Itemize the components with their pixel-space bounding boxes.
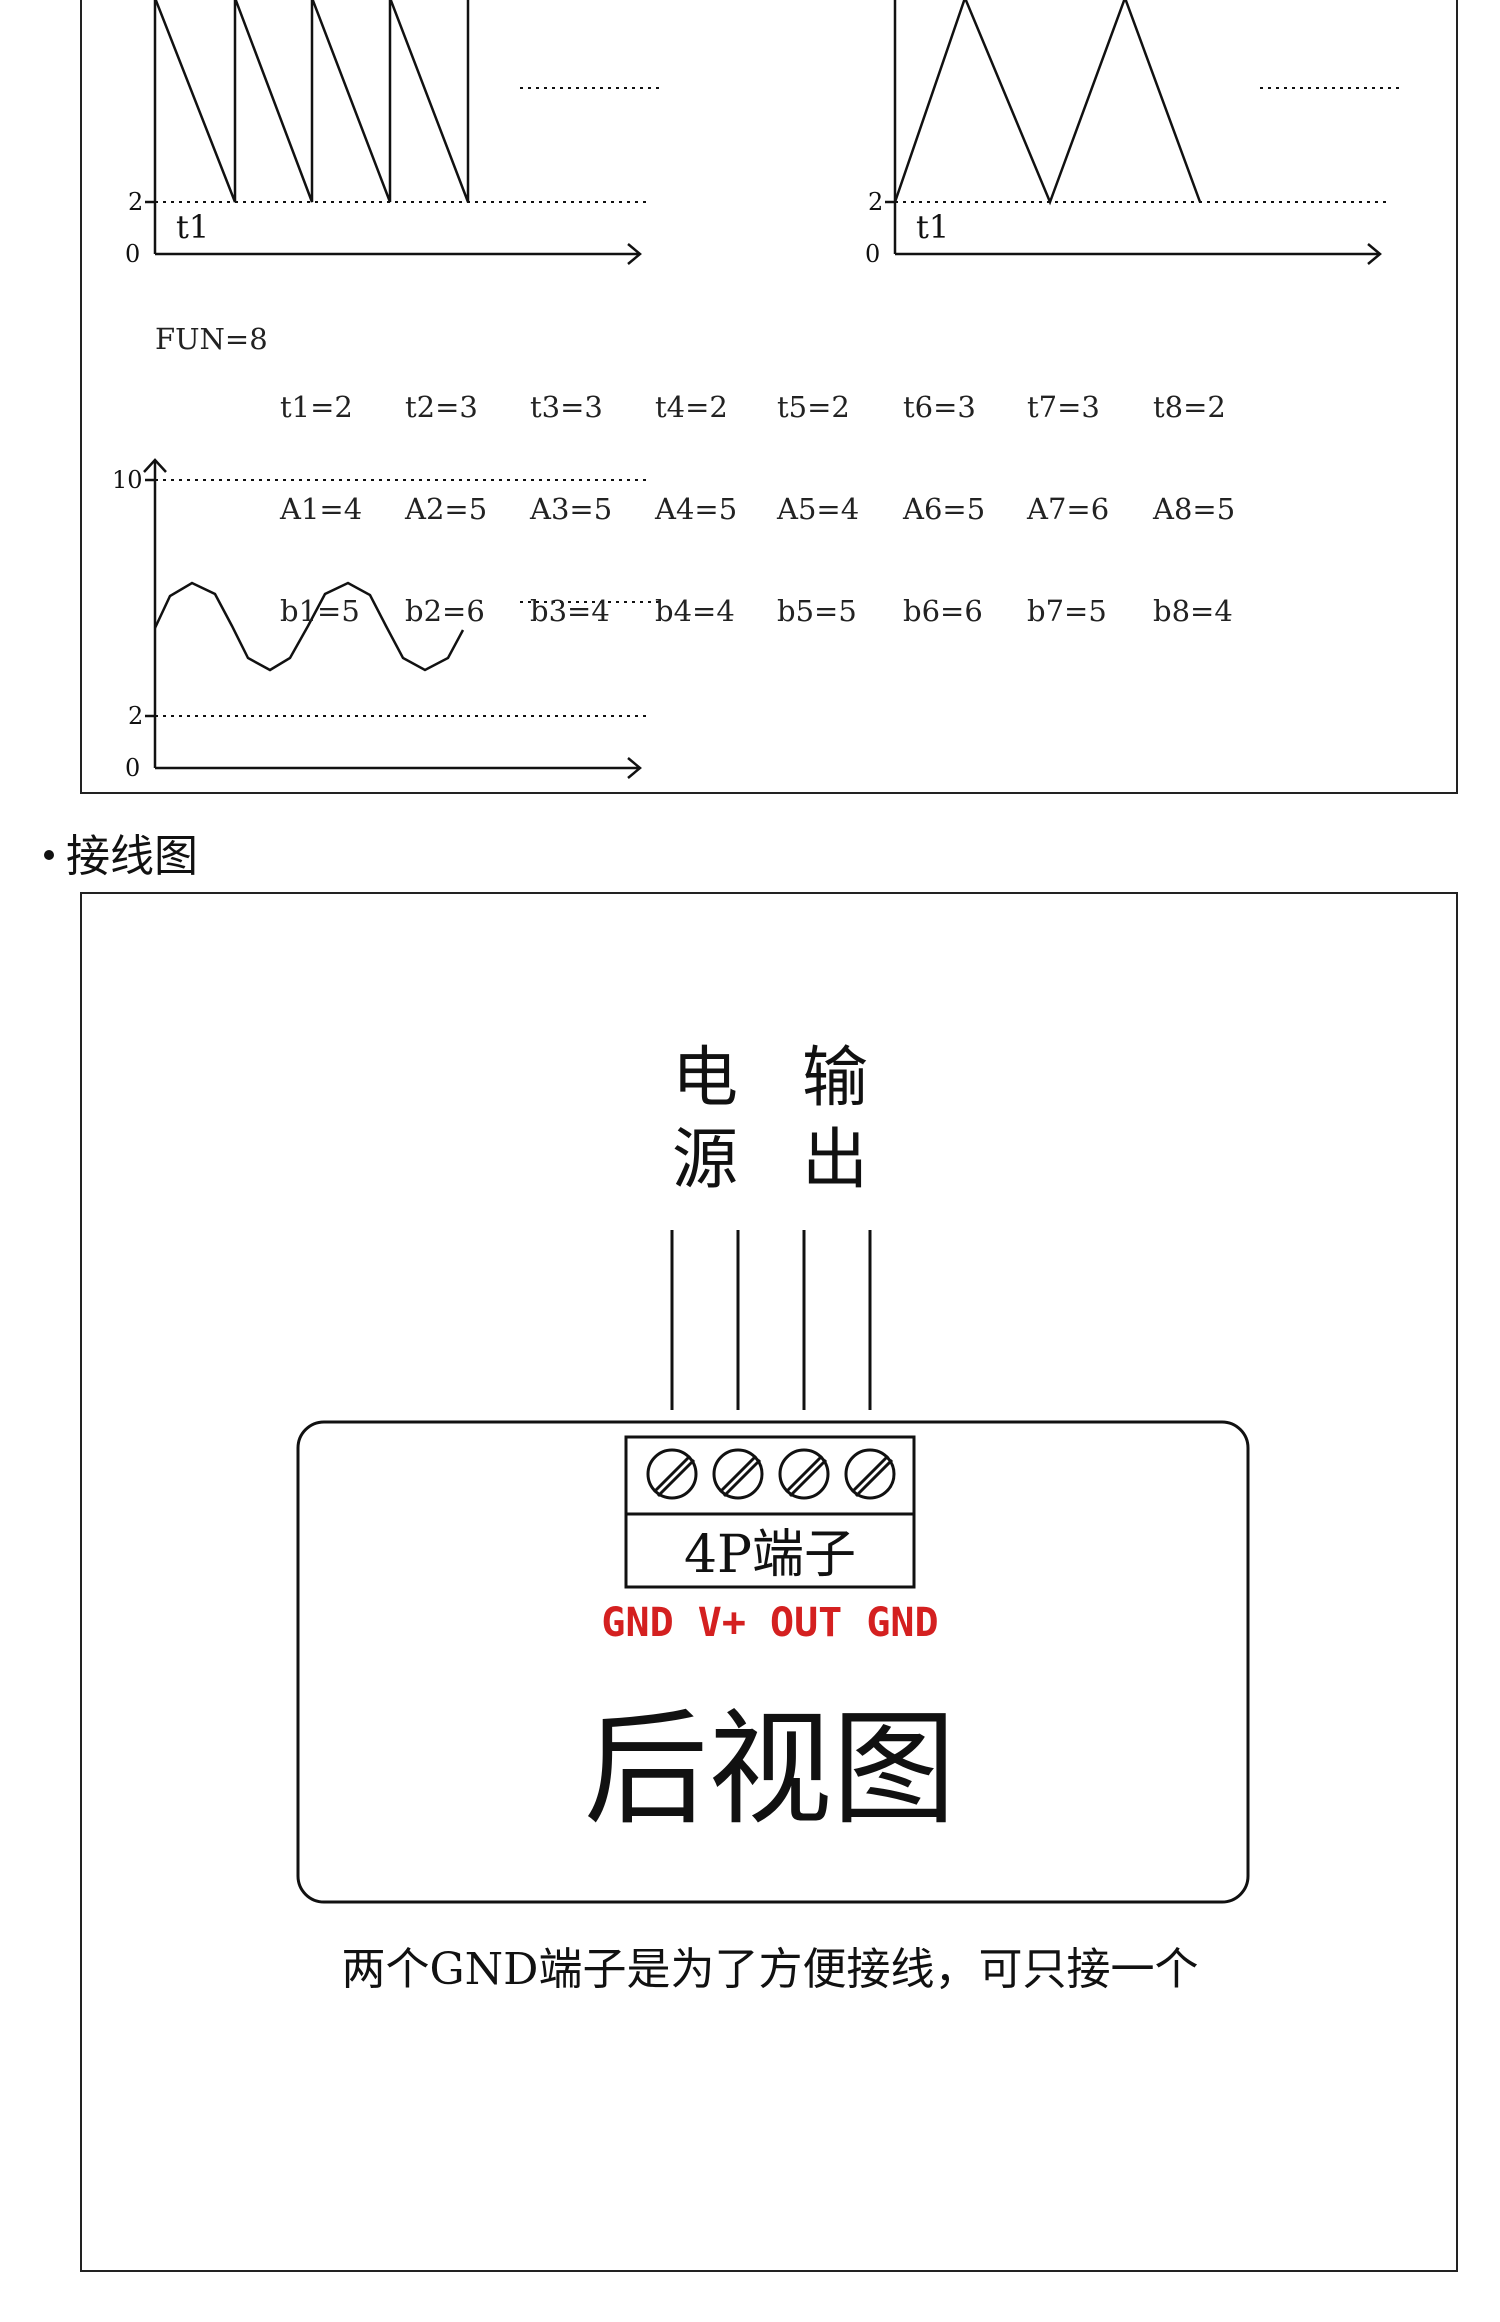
tick-label-2: 2 [128, 188, 143, 216]
param-b: b8=4 [1153, 594, 1233, 628]
x-axis-arrow [1367, 243, 1382, 265]
triangle-wave [893, 0, 1202, 206]
sawtooth-wave [154, 0, 470, 203]
param-col-3: t3=3 A3=5 b3=4 [530, 322, 612, 696]
screw-icon [778, 1448, 830, 1500]
param-b: b5=5 [777, 594, 857, 628]
param-a: A6=5 [903, 492, 986, 526]
param-a: A7=6 [1027, 492, 1110, 526]
param-b: b1=5 [280, 594, 360, 628]
t1-label: t1 [176, 208, 209, 246]
output-label-2: 出 [802, 1121, 868, 1198]
param-col-2: t2=3 A2=5 b2=6 [405, 322, 487, 696]
param-a: A5=4 [777, 492, 860, 526]
param-a: A2=5 [405, 492, 488, 526]
sine-graph [143, 458, 660, 779]
param-b: b6=6 [903, 594, 983, 628]
param-b: b7=5 [1027, 594, 1107, 628]
wiring-panel: 电 源 输 出 [80, 892, 1458, 2272]
param-col-7: t7=3 A7=6 b7=5 [1027, 322, 1109, 696]
triangle-graph [885, 0, 1400, 265]
param-a: A3=5 [530, 492, 613, 526]
tick-label-0: 0 [125, 240, 140, 268]
wiring-heading-text: 接线图 [66, 831, 198, 882]
param-t: t4=2 [655, 390, 728, 424]
screw-terminals [646, 1448, 896, 1500]
power-label-2: 源 [672, 1121, 738, 1198]
param-t: t6=3 [903, 390, 976, 424]
x-axis-arrow [627, 757, 642, 779]
screw-icon [712, 1448, 764, 1500]
rear-view-label: 后视图 [584, 1698, 956, 1842]
sawtooth-graph [145, 0, 660, 265]
fun-label: FUN=8 [155, 322, 268, 356]
param-col-1: t1=2 A1=4 b1=5 [280, 322, 362, 696]
terminal-block-label: 4P端子 [684, 1525, 856, 1585]
wiring-heading: 接线图 [44, 832, 198, 882]
waveform-diagram: 2 0 t1 2 0 t1 10 2 [112, 0, 1400, 782]
screw-icon [844, 1448, 896, 1500]
sine-wave [153, 581, 465, 672]
param-t: t7=3 [1027, 390, 1100, 424]
param-t: t5=2 [777, 390, 850, 424]
param-col-6: t6=3 A6=5 b6=6 [903, 322, 985, 696]
param-t: t2=3 [405, 390, 478, 424]
tick-label-10: 10 [112, 466, 143, 494]
screw-icon [646, 1448, 698, 1500]
power-label-1: 电 [672, 1039, 738, 1116]
param-b: b2=6 [405, 594, 485, 628]
param-a: A1=4 [280, 492, 363, 526]
param-col-8: t8=2 A8=5 b8=4 [1153, 322, 1235, 696]
tick-label-0: 0 [125, 754, 140, 782]
tick-label-2: 2 [868, 188, 883, 216]
param-t: t8=2 [1153, 390, 1226, 424]
terminal-block [624, 1435, 916, 1589]
param-a: A4=5 [655, 492, 738, 526]
t1-label: t1 [916, 208, 949, 246]
param-t: t1=2 [280, 390, 353, 424]
output-label-1: 输 [802, 1039, 868, 1116]
x-axis-arrow [627, 243, 642, 265]
param-b: b4=4 [655, 594, 735, 628]
pin-labels: GND V+ OUT GND [601, 1600, 938, 1646]
gnd-note: 两个GND端子是为了方便接线，可只接一个 [342, 1944, 1199, 1995]
y-axis-arrow [143, 458, 167, 473]
param-t: t3=3 [530, 390, 603, 424]
param-a: A8=5 [1153, 492, 1236, 526]
tick-label-0: 0 [865, 240, 880, 268]
wiring-diagram: 电 源 输 出 [296, 1039, 1250, 1995]
bullet-icon [44, 850, 54, 860]
tick-label-2: 2 [128, 702, 143, 730]
param-b: b3=4 [530, 594, 610, 628]
param-col-5: t5=2 A5=4 b5=5 [777, 322, 859, 696]
param-col-4: t4=2 A4=5 b4=4 [655, 322, 737, 696]
wires [670, 1230, 872, 1410]
device-body [296, 1420, 1250, 1904]
waveform-panel: 2 0 t1 2 0 t1 10 2 [80, 0, 1458, 794]
